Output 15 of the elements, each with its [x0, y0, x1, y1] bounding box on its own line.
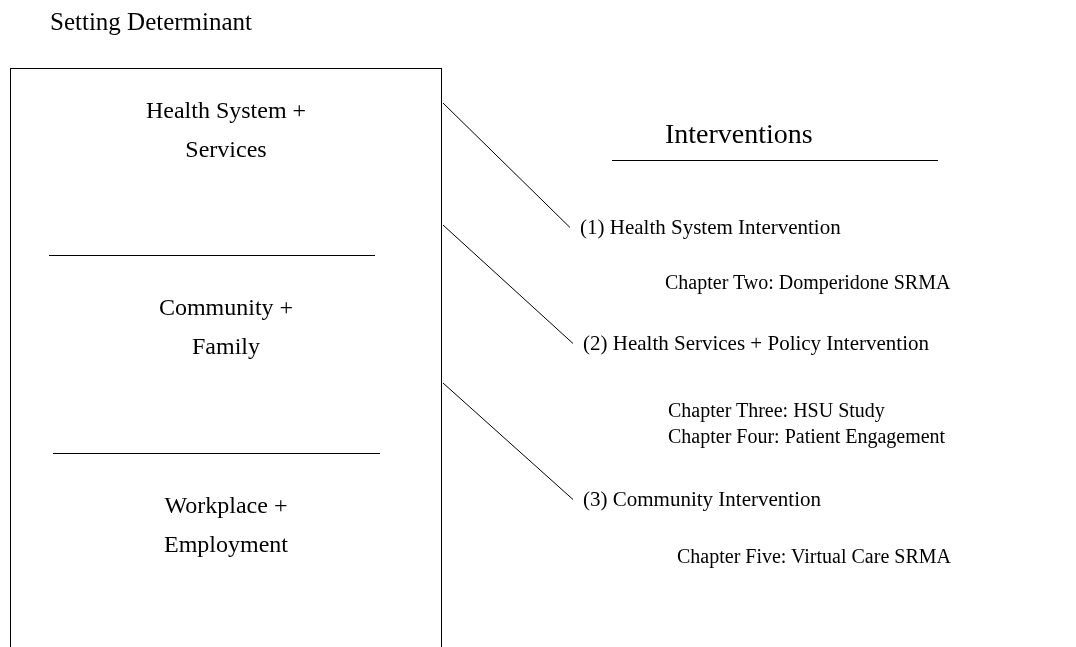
- intervention-label: (1) Health System Intervention: [580, 215, 841, 240]
- heading: Interventions: [665, 118, 813, 150]
- heading: Setting Determinant: [50, 8, 253, 36]
- chapter-label: Chapter Five: Virtual Care SRMA: [677, 544, 951, 569]
- connector-line: [442, 224, 574, 344]
- chapter-label: Chapter Four: Patient Engagement: [668, 424, 946, 449]
- section-label: Health System + Services: [144, 96, 308, 164]
- chapter-label: Chapter Three: HSU Study: [668, 398, 886, 423]
- section-label: Community + Family: [157, 293, 295, 361]
- connector-line: [442, 102, 571, 228]
- connector-line: [442, 382, 574, 500]
- intervention-label: (2) Health Services + Policy Intervention: [583, 331, 929, 356]
- chapter-label: Chapter Two: Domperidone SRMA: [665, 270, 951, 295]
- section-label: Workplace + Employment: [163, 491, 289, 559]
- intervention-label: (3) Community Intervention: [583, 487, 821, 512]
